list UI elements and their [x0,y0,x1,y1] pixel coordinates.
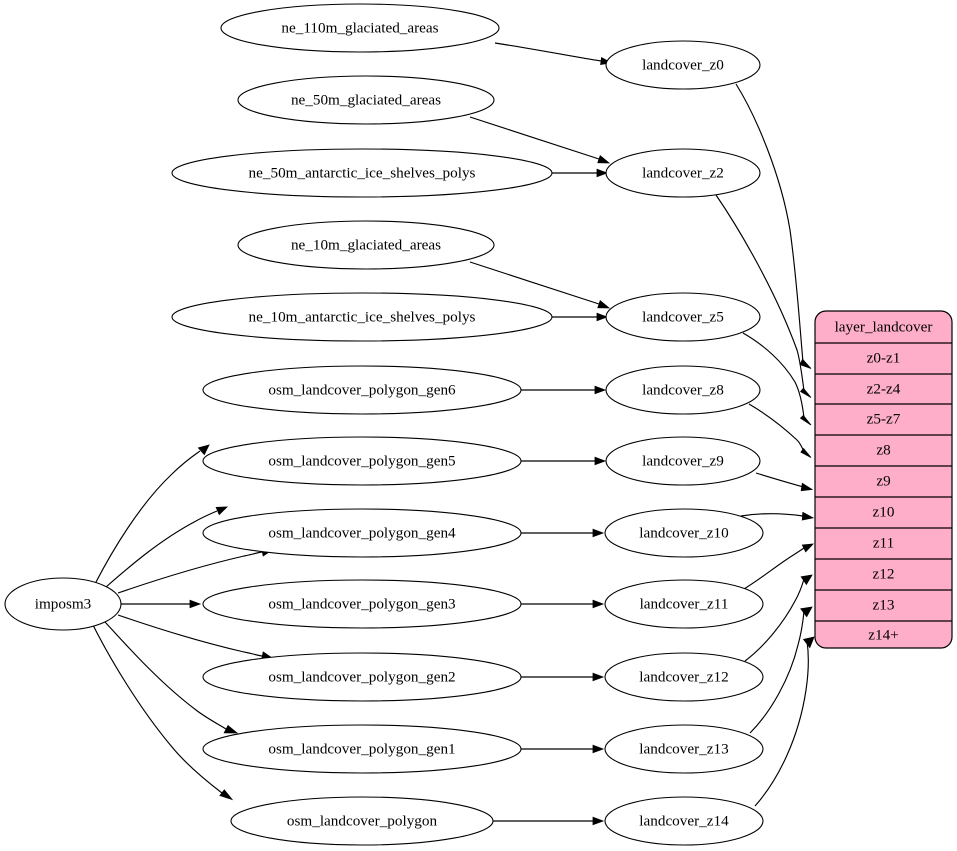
node-label: landcover_z8 [642,381,724,398]
layer-landcover-table[interactable]: layer_landcover z0-z1 z2-z4 z5-z7 z8 z9 … [814,310,953,649]
node-label: landcover_z10 [639,524,729,541]
node-label: ne_10m_antarctic_ice_shelves_polys [249,308,476,325]
node-imposm3-label: imposm3 [35,595,92,612]
node-ne-110m-glaciated-areas[interactable]: ne_110m_glaciated_areas [220,3,500,53]
edge-z2-to-row-z2z4 [715,194,812,398]
edge-z11-to-row-z11 [743,543,815,590]
node-imposm3[interactable]: imposm3 [4,577,122,631]
table-row-z0-z1[interactable]: z0-z1 [867,349,901,366]
node-ne-50m-glaciated-areas[interactable]: ne_50m_glaciated_areas [237,75,495,125]
table-header-label: layer_landcover [835,318,933,335]
node-landcover-z8[interactable]: landcover_z8 [605,365,761,415]
table-background [814,310,953,649]
node-ne-10m-glaciated-areas[interactable]: ne_10m_glaciated_areas [237,220,495,270]
node-label: osm_landcover_polygon_gen1 [268,740,455,757]
node-landcover-z10[interactable]: landcover_z10 [604,508,764,558]
edge-polygon-to-z14 [493,816,605,826]
node-label: ne_50m_glaciated_areas [291,91,441,108]
edge-ne10m-glac-to-z5 [469,261,611,309]
node-label: osm_landcover_polygon_gen4 [268,524,456,541]
edge-gen3-to-z11 [521,599,605,609]
node-landcover-z12[interactable]: landcover_z12 [604,652,764,702]
node-label: osm_landcover_polygon_gen3 [268,595,455,612]
table-row-z14-plus[interactable]: z14+ [868,626,899,643]
edge-ne10m-shelves-to-z5 [552,312,609,322]
edge-z12-to-row-z12 [744,574,813,662]
node-landcover-z2[interactable]: landcover_z2 [605,148,761,198]
node-osm-landcover-polygon-gen1[interactable]: osm_landcover_polygon_gen1 [202,724,522,774]
edge-gen5-to-z9 [521,456,607,466]
node-ne-50m-antarctic-ice-shelves-polys[interactable]: ne_50m_antarctic_ice_shelves_polys [171,148,553,198]
node-label: landcover_z9 [642,452,724,469]
node-label: landcover_z0 [642,56,724,73]
table-row-z10[interactable]: z10 [873,503,895,520]
edge-imposm3-to-gen2 [117,614,274,661]
edge-z14-to-row-z14plus [754,636,815,807]
edge-imposm3-to-gen1 [104,621,239,734]
node-landcover-z0[interactable]: landcover_z0 [605,40,761,90]
edge-z9-to-row-z9 [755,472,814,492]
node-osm-landcover-polygon[interactable]: osm_landcover_polygon [230,796,494,846]
node-label: ne_50m_antarctic_ice_shelves_polys [249,164,476,181]
edge-imposm3-to-gen4 [117,547,274,594]
edge-imposm3-to-gen6 [94,444,210,585]
node-osm-landcover-polygon-gen4[interactable]: osm_landcover_polygon_gen4 [202,508,522,558]
node-landcover-z11[interactable]: landcover_z11 [604,579,764,629]
node-ne-10m-antarctic-ice-shelves-polys[interactable]: ne_10m_antarctic_ice_shelves_polys [171,292,553,342]
input-nodes-layer: ne_110m_glaciated_areas ne_50m_glaciated… [171,3,553,846]
edge-gen6-to-z8 [521,385,607,395]
node-label: ne_10m_glaciated_areas [291,236,441,253]
table-row-z9[interactable]: z9 [876,472,890,489]
edge-ne110m-to-z0 [494,42,613,65]
node-landcover-z14[interactable]: landcover_z14 [604,796,764,846]
node-label: osm_landcover_polygon [287,812,438,829]
edge-z8-to-row-z8 [748,403,812,458]
node-label: landcover_z11 [640,595,729,612]
node-osm-landcover-polygon-gen3[interactable]: osm_landcover_polygon_gen3 [202,579,522,629]
source-nodes-layer: imposm3 [4,577,122,631]
table-row-z8[interactable]: z8 [876,441,891,458]
edge-imposm3-to-polygon [92,624,234,801]
node-label: landcover_z2 [642,164,724,181]
node-landcover-z9[interactable]: landcover_z9 [605,436,761,486]
edges-layer [92,42,815,826]
node-landcover-z5[interactable]: landcover_z5 [605,292,761,342]
table-row-z11[interactable]: z11 [873,534,894,551]
edge-z5-to-row-z5z7 [742,332,812,426]
node-osm-landcover-polygon-gen6[interactable]: osm_landcover_polygon_gen6 [202,365,522,415]
node-label: osm_landcover_polygon_gen6 [268,381,456,398]
node-label: landcover_z14 [639,812,729,829]
node-osm-landcover-polygon-gen5[interactable]: osm_landcover_polygon_gen5 [202,436,522,486]
edge-z10-to-row-z10 [740,511,815,521]
node-landcover-z13[interactable]: landcover_z13 [604,724,764,774]
node-label: landcover_z13 [639,740,728,757]
edge-gen4-to-z10 [521,528,605,538]
node-label: ne_110m_glaciated_areas [281,19,438,36]
table-row-z5-z7[interactable]: z5-z7 [867,410,901,427]
layer-nodes-layer: landcover_z0 landcover_z2 landcover_z5 l… [604,40,764,846]
edge-imposm3-to-gen5 [105,506,229,588]
edge-z13-to-row-z13 [749,606,813,734]
node-label: osm_landcover_polygon_gen5 [268,452,455,469]
edge-ne50m-glac-to-z2 [469,116,611,164]
node-label: landcover_z5 [642,308,724,325]
edge-imposm3-to-gen3 [121,599,202,609]
table-row-z12[interactable]: z12 [873,565,895,582]
table-row-z2-z4[interactable]: z2-z4 [867,380,901,397]
node-osm-landcover-polygon-gen2[interactable]: osm_landcover_polygon_gen2 [202,652,522,702]
table-row-z13[interactable]: z13 [873,596,895,613]
edge-z0-to-row-z0z1 [735,83,812,369]
node-label: landcover_z12 [639,668,728,685]
edge-gen1-to-z13 [521,744,605,754]
node-label: osm_landcover_polygon_gen2 [268,668,455,685]
edge-ne50m-shelves-to-z2 [552,168,609,178]
edge-gen2-to-z12 [521,672,605,682]
